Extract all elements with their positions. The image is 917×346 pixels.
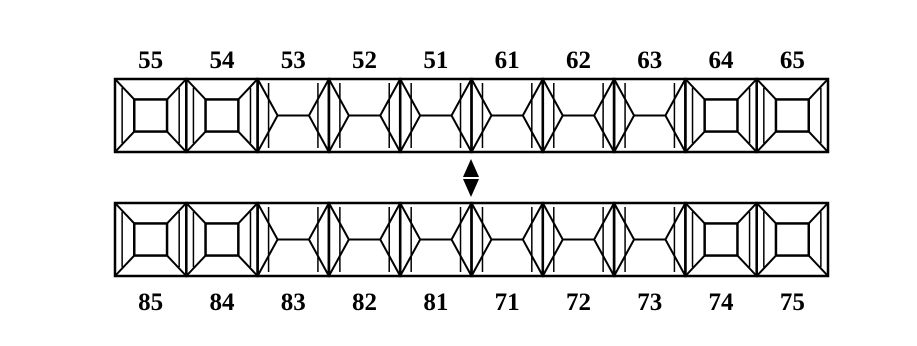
lower-tooth-84 — [186, 203, 257, 276]
upper-tooth-55 — [115, 79, 186, 152]
upper-tooth-label: 64 — [709, 47, 735, 74]
lower-tooth-label: 85 — [138, 289, 163, 316]
upper-tooth-label: 65 — [780, 47, 805, 74]
lower-tooth-label: 84 — [209, 289, 235, 316]
upper-tooth-label: 62 — [566, 47, 591, 74]
upper-tooth-64 — [685, 79, 756, 152]
lower-tooth-73 — [614, 203, 685, 276]
upper-tooth-label: 54 — [209, 47, 235, 74]
lower-tooth-label: 83 — [281, 289, 306, 316]
lower-tooth-label: 81 — [423, 289, 448, 316]
upper-tooth-61 — [472, 79, 543, 152]
lower-tooth-75 — [757, 203, 828, 276]
lower-tooth-71 — [472, 203, 543, 276]
lower-tooth-label: 73 — [637, 289, 662, 316]
lower-arch: 85 84 83 82 81 71 72 73 74 75 — [115, 203, 828, 316]
lower-tooth-72 — [543, 203, 614, 276]
lower-tooth-label: 72 — [566, 289, 591, 316]
lower-tooth-label: 74 — [709, 289, 735, 316]
upper-tooth-62 — [543, 79, 614, 152]
upper-tooth-label: 63 — [637, 47, 662, 74]
lower-tooth-81 — [400, 203, 471, 276]
lower-tooth-83 — [258, 203, 329, 276]
upper-arch: 55 54 53 52 51 61 62 63 64 65 — [115, 47, 828, 152]
upper-tooth-label: 52 — [352, 47, 377, 74]
lower-tooth-label: 71 — [495, 289, 520, 316]
upper-tooth-54 — [186, 79, 257, 152]
upper-tooth-label: 55 — [138, 47, 163, 74]
lower-tooth-label: 82 — [352, 289, 377, 316]
lower-tooth-label: 75 — [780, 289, 805, 316]
upper-tooth-52 — [329, 79, 400, 152]
upper-tooth-53 — [258, 79, 329, 152]
midline-double-arrow-icon — [463, 159, 479, 197]
upper-tooth-51 — [400, 79, 471, 152]
lower-tooth-82 — [329, 203, 400, 276]
lower-tooth-85 — [115, 203, 186, 276]
lower-tooth-74 — [685, 203, 756, 276]
upper-tooth-label: 51 — [423, 47, 448, 74]
upper-tooth-65 — [757, 79, 828, 152]
upper-tooth-63 — [614, 79, 685, 152]
upper-tooth-label: 61 — [495, 47, 520, 74]
upper-tooth-label: 53 — [281, 47, 306, 74]
